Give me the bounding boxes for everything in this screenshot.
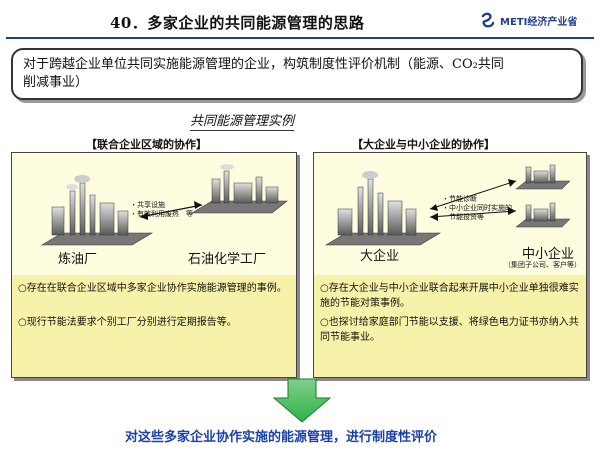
left-bullet-1: ○存在在联合企业区域中多家企业协作实施能源管理的事例。 bbox=[18, 283, 287, 294]
page-title: 40．多家企业的共同能源管理的思路 bbox=[110, 14, 365, 32]
right-annotation: ・节能诊断 ・中小企业同时实施的 节能投资等 bbox=[442, 195, 512, 222]
intro-box: 对于跨越企业单位共同实施能源管理的企业，构筑制度性评价机制（能源、CO₂共同 削… bbox=[11, 48, 583, 100]
title-divider bbox=[6, 37, 594, 39]
left-panel: ・共享设施 ・有效利用废热 等 炼油厂 石油化学工厂 ○存在在联合企业区域中多家… bbox=[11, 152, 297, 378]
conclusion-text: 对这些多家企业协作实施的能源管理，进行制度性评价 bbox=[125, 430, 438, 445]
right-bullet-1: ○存在大企业与中小企业联合起来开展中小企业单独很难实施的节能对策事例。 bbox=[320, 283, 579, 309]
right-bullets-area: ○存在大企业与中小企业联合起来开展中小企业单独很难实施的节能对策事例。 ○也探讨… bbox=[314, 275, 586, 377]
down-arrow-icon bbox=[272, 378, 332, 423]
small-company-icon-2 bbox=[515, 202, 571, 228]
meti-logo-icon bbox=[481, 12, 495, 28]
left-bullets-area: ○存在在联合企业区域中多家企业协作实施能源管理的事例。 ○现行节能法要求个别工厂… bbox=[12, 275, 296, 377]
left-annotation: ・共享设施 ・有效利用废热 等 bbox=[130, 201, 193, 219]
small-company-note: （集团子公司、客户等） bbox=[504, 261, 581, 269]
refinery-label: 炼油厂 bbox=[58, 252, 98, 267]
logo-text: METI经济产业省 bbox=[500, 16, 578, 28]
right-annotation-3: 节能投资等 bbox=[442, 213, 484, 221]
exchange-arrow-icon bbox=[139, 201, 203, 220]
left-bullet-2: ○现行节能法要求个别工厂分别进行定期报告等。 bbox=[18, 317, 237, 328]
intro-text: 对于跨越企业单位共同实施能源管理的企业，构筑制度性评价机制（能源、CO₂共同 削… bbox=[23, 56, 573, 92]
refinery-icon bbox=[40, 175, 154, 246]
right-annotation-2: ・中小企业同时实施的 bbox=[442, 204, 512, 212]
right-annotation-1: ・节能诊断 bbox=[442, 195, 477, 203]
small-company-icon-1 bbox=[515, 164, 571, 190]
right-illustration bbox=[324, 164, 571, 246]
left-section-heading: 【联合企业区域的协作】 bbox=[86, 138, 207, 151]
right-panel: ・节能诊断 ・中小企业同时实施的 节能投资等 大企业 中小企业 （集团子公司、客… bbox=[313, 152, 587, 378]
left-annotation-1: ・共享设施 bbox=[130, 201, 165, 209]
right-section-heading: 【大企业与中小企业的协作】 bbox=[352, 138, 495, 151]
petrochemical-plant-icon bbox=[190, 164, 288, 214]
large-company-icon bbox=[324, 171, 442, 246]
right-bullet-2: ○也探讨给家庭部门节能以支援、将绿色电力证书亦纳入共同节能事业。 bbox=[320, 317, 579, 343]
left-illustration bbox=[40, 164, 288, 246]
petrochemical-label: 石油化学工厂 bbox=[188, 252, 267, 267]
connection-lines-icon bbox=[429, 179, 517, 221]
example-subtitle: 共同能源管理实例 bbox=[190, 110, 295, 131]
large-company-label: 大企业 bbox=[360, 249, 400, 264]
small-company-label: 中小企业 bbox=[522, 247, 575, 262]
intro-line-2: 削减事业） bbox=[23, 75, 89, 90]
meti-logo: METI经济产业省 bbox=[480, 12, 577, 28]
intro-line-1: 对于跨越企业单位共同实施能源管理的企业，构筑制度性评价机制（能源、CO₂共同 bbox=[23, 57, 504, 72]
left-annotation-2: ・有效利用废热 等 bbox=[130, 210, 193, 218]
